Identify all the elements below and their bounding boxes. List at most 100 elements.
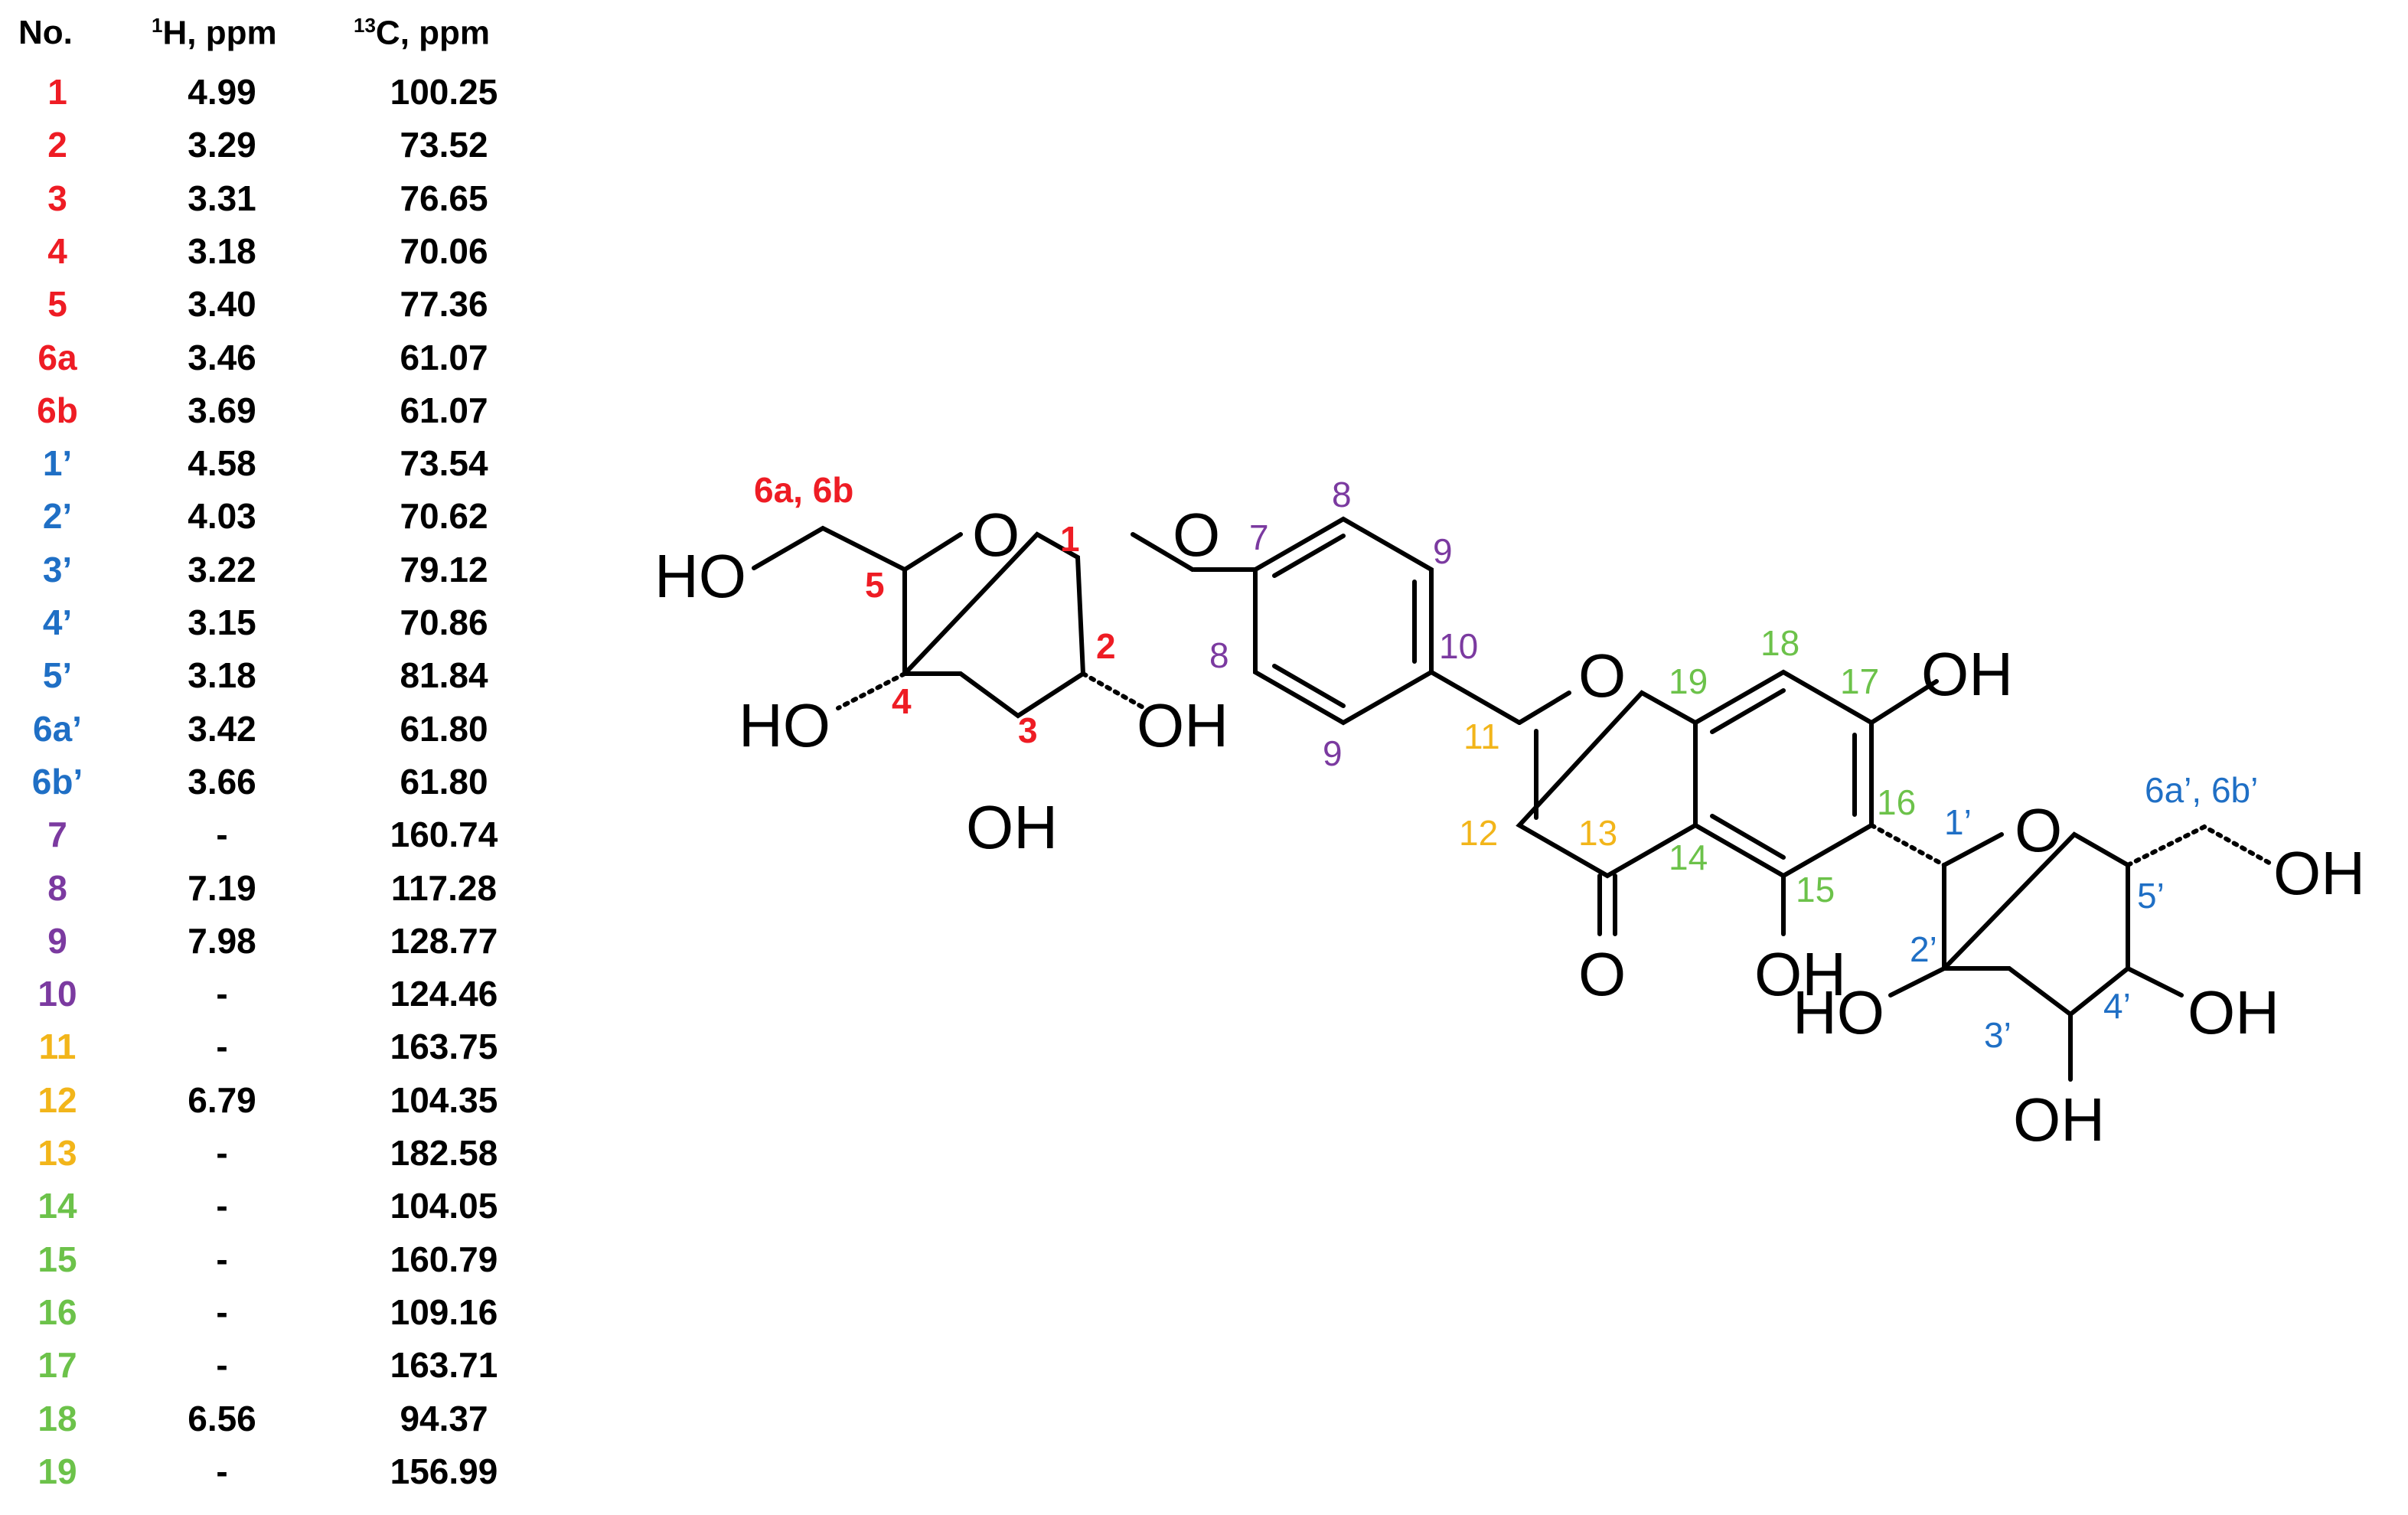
atom-oh-c6p: OH <box>2273 839 2365 907</box>
cell-1h: 6.79 <box>188 1079 256 1120</box>
cell-1h: 3.22 <box>188 549 256 589</box>
cell-no: 3’ <box>42 549 73 589</box>
label-c1p: 1’ <box>1944 802 1972 842</box>
table-row: 17-163.71 <box>0 1339 566 1391</box>
label-c2: 2 <box>1096 626 1116 666</box>
atom-ho-c6: HO <box>654 542 746 610</box>
table-row: 8 7.19 117.28 <box>0 862 566 914</box>
table-row: 14-104.05 <box>0 1180 566 1232</box>
label-c6p: 6a’, 6b’ <box>2145 770 2258 810</box>
cell-13c: 77.36 <box>400 284 488 325</box>
cell-1h: 3.42 <box>188 708 256 749</box>
cell-no: 11 <box>38 1027 77 1067</box>
label-c4p: 4’ <box>2103 986 2131 1026</box>
cell-13c: 61.80 <box>400 761 488 802</box>
cell-13c: 156.99 <box>390 1451 498 1491</box>
atom-o-link: O <box>1173 501 1220 569</box>
cell-13c: 79.12 <box>400 549 488 589</box>
cell-13c: 124.46 <box>390 974 498 1014</box>
cell-13c: 109.16 <box>390 1291 498 1332</box>
cell-13c: 73.54 <box>400 443 488 484</box>
cell-no: 16 <box>38 1291 77 1332</box>
cell-13c: 61.07 <box>400 390 488 430</box>
table-row: 7 - 160.74 <box>0 808 566 860</box>
cell-13c: 76.65 <box>400 178 488 218</box>
cell-no: 1 <box>47 72 67 112</box>
cell-13c: 81.84 <box>400 655 488 696</box>
label-c3p: 3’ <box>1984 1015 2012 1055</box>
cell-13c: 104.35 <box>390 1079 498 1120</box>
cell-13c: 100.25 <box>390 72 498 112</box>
atom-oh-c3: OH <box>966 793 1058 861</box>
label-c8b: 8 <box>1209 635 1229 675</box>
cell-1h: - <box>216 815 228 855</box>
cell-1h: - <box>216 1239 228 1279</box>
cell-1h: 3.46 <box>188 337 256 377</box>
cell-1h: - <box>216 1027 228 1067</box>
cell-1h: 3.29 <box>188 125 256 165</box>
position-labels: 6a, 6b 5 1 2 4 3 7 8 9 10 8 9 11 12 13 1… <box>754 470 2258 1055</box>
cell-13c: 182.58 <box>390 1133 498 1173</box>
cell-no: 6b’ <box>31 761 83 802</box>
cell-13c: 160.74 <box>390 815 498 855</box>
molecule-structure: O O HO HO OH OH O OH O OH O OH HO OH OH … <box>654 470 2365 1154</box>
cell-13c: 117.28 <box>390 867 498 908</box>
table-row: 16-109.16 <box>0 1286 566 1338</box>
label-c10: 10 <box>1439 626 1478 666</box>
a-ring-oh17 <box>1869 679 1939 725</box>
label-c3: 3 <box>1018 710 1038 750</box>
cell-1h: 3.15 <box>188 602 256 642</box>
cell-1h: - <box>216 1133 228 1173</box>
glucose-c5-c6 <box>752 525 907 572</box>
cell-no: 7 <box>47 815 67 855</box>
cell-1h: 3.31 <box>188 178 256 218</box>
cell-no: 14 <box>38 1186 77 1226</box>
a-ring-double-bonds <box>1710 688 1857 860</box>
cell-1h: 3.40 <box>188 284 256 325</box>
bonds <box>752 516 2276 1082</box>
label-c7: 7 <box>1249 518 1269 557</box>
cell-1h: 3.18 <box>188 655 256 696</box>
cell-no: 15 <box>38 1239 77 1279</box>
label-c14: 14 <box>1669 837 1708 877</box>
phenyl-ring-bonds <box>1253 516 1434 726</box>
label-c16: 16 <box>1877 782 1916 822</box>
label-c4: 4 <box>892 681 912 721</box>
cell-no: 6a’ <box>33 708 82 749</box>
cell-no: 4’ <box>42 602 73 642</box>
c-glucose-c4-oh <box>2126 966 2184 997</box>
cell-no: 4 <box>47 230 67 271</box>
label-c1: 1 <box>1060 519 1080 559</box>
atom-oh-c2: OH <box>1137 691 1228 759</box>
table-row: 13-182.58 <box>0 1127 566 1179</box>
cell-no: 5 <box>47 284 67 325</box>
header-13c-sup: 13 <box>354 14 376 37</box>
label-c13: 13 <box>1578 813 1617 853</box>
table-row: 3’ 3.22 79.12 <box>0 544 566 596</box>
atom-oh-c17: OH <box>1921 640 2013 708</box>
cell-1h: 7.19 <box>188 867 256 908</box>
label-c11: 11 <box>1463 717 1500 756</box>
table-row: 19-156.99 <box>0 1445 566 1497</box>
cell-no: 10 <box>38 974 77 1014</box>
cell-1h: 3.18 <box>188 230 256 271</box>
label-c8a: 8 <box>1332 475 1352 514</box>
header-1h-text: H, ppm <box>162 14 277 52</box>
cell-no: 19 <box>38 1451 77 1491</box>
atom-o-ring1: O <box>972 501 1020 569</box>
header-no: No. <box>18 14 73 51</box>
cell-13c: 160.79 <box>390 1239 498 1279</box>
cell-13c: 94.37 <box>400 1398 488 1438</box>
cell-13c: 104.05 <box>390 1186 498 1226</box>
cell-1h: 3.69 <box>188 390 256 430</box>
header-13c-text: C, ppm <box>375 14 491 52</box>
cell-no: 2 <box>47 125 67 165</box>
cell-no: 8 <box>47 867 67 908</box>
